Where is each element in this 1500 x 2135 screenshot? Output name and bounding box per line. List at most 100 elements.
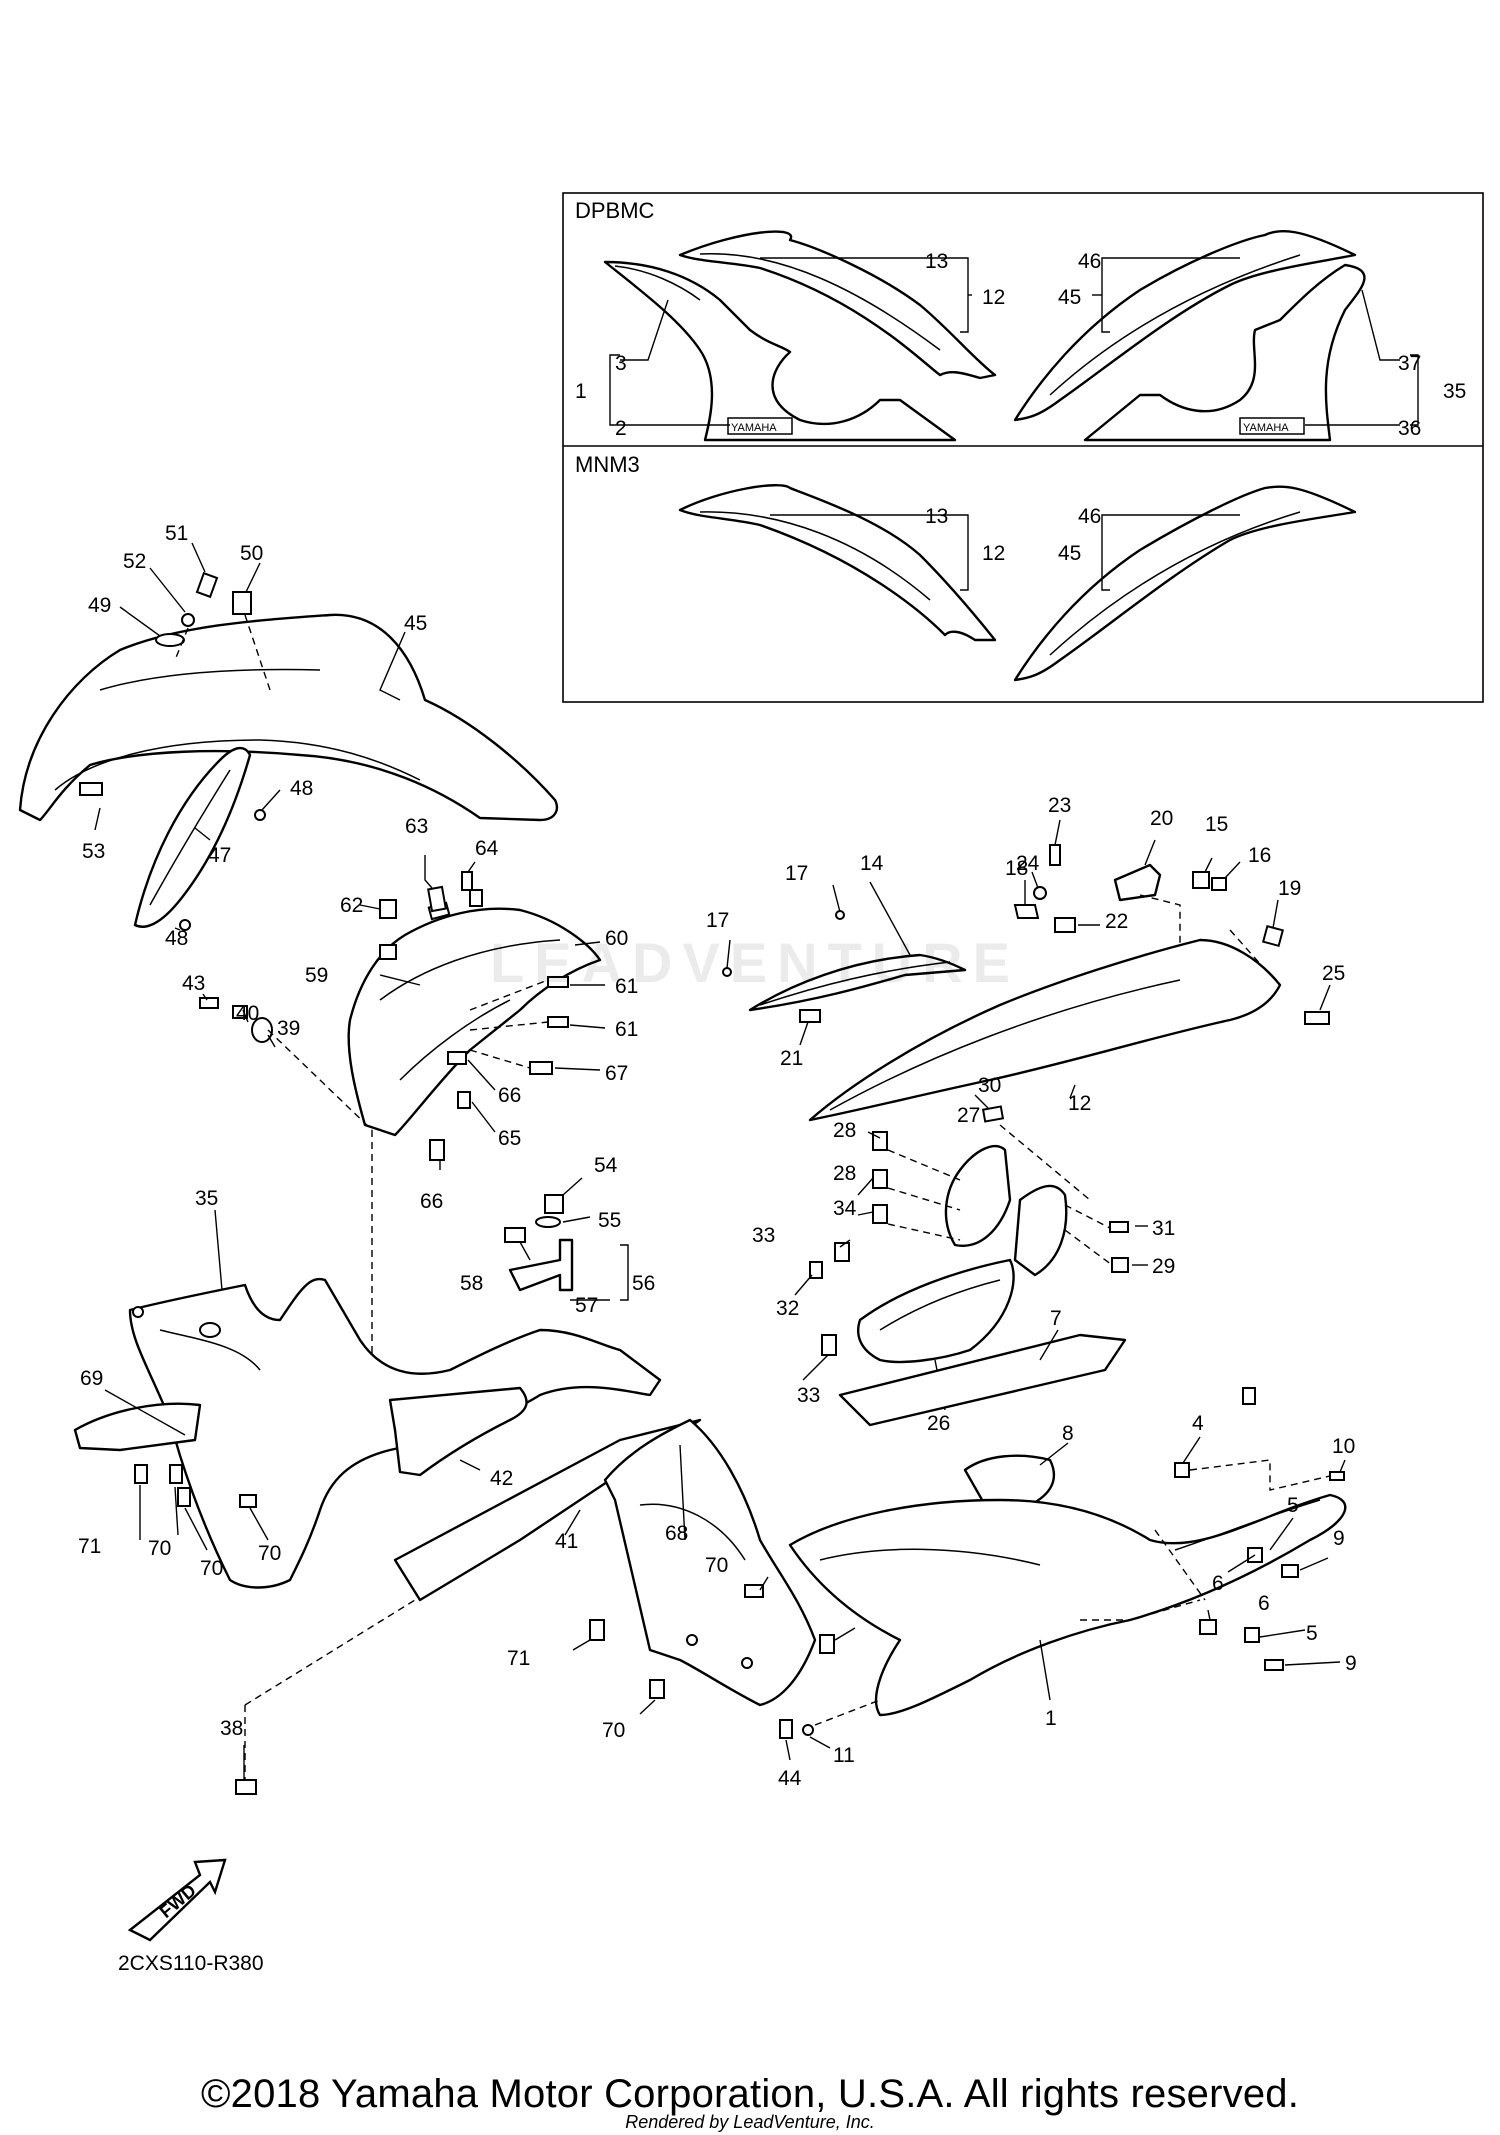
inner-panel-assembly: 30 27 28 28 34 33 32 33 31 29 26 (752, 1074, 1175, 1435)
callout-20: 20 (1150, 807, 1173, 830)
callout-41: 41 (555, 1530, 578, 1553)
callout-57: 57 (575, 1294, 598, 1317)
callout-17: 17 (785, 862, 808, 885)
callout-61: 61 (615, 975, 638, 998)
inset-callout-45b: 45 (1058, 542, 1081, 565)
callout-67: 67 (605, 1062, 628, 1085)
callout-56: 56 (632, 1272, 655, 1295)
bracket-set-54-58: 54 55 56 57 58 (460, 1154, 655, 1317)
callout-45: 45 (404, 612, 427, 635)
inset-callout-3: 3 (615, 352, 627, 375)
callout-11: 11 (833, 1744, 855, 1767)
inset-mnm3-left-panel (678, 484, 997, 642)
callout-4: 4 (1192, 1412, 1204, 1435)
callout-31: 31 (1152, 1217, 1175, 1240)
callout-64: 64 (475, 837, 499, 860)
callout-23: 23 (1048, 794, 1071, 817)
callout-66: 66 (498, 1084, 521, 1107)
inset-dpbmc-right-panel (1013, 229, 1357, 422)
inset-dpbmc-left-panel (678, 230, 997, 380)
side-cowl-left-assembly: 35 69 71 70 70 70 42 41 38 (73, 1187, 702, 1795)
callout-62: 62 (340, 894, 363, 917)
fwd-arrow-icon: FWD (127, 1858, 227, 1942)
callout-32: 32 (776, 1297, 799, 1320)
callout-29: 29 (1152, 1255, 1175, 1278)
callout-9: 9 (1333, 1527, 1345, 1550)
diagram-code: 2CXS110-R380 (118, 1952, 264, 1975)
callout-14: 14 (860, 852, 884, 875)
callout-5: 5 (1287, 1494, 1299, 1517)
callout-65: 65 (498, 1127, 521, 1150)
callout-18: 18 (1005, 857, 1028, 880)
callout-70f: 70 (602, 1719, 625, 1742)
grommet-set-39-43: 43 40 39 (182, 972, 373, 1400)
inset-mnm3-right-panel (1013, 485, 1357, 682)
callout-39: 39 (277, 1017, 300, 1040)
callout-30: 30 (978, 1074, 1001, 1097)
inset-callout-1: 1 (575, 380, 587, 403)
callout-54: 54 (594, 1154, 618, 1177)
callout-34: 34 (833, 1197, 857, 1220)
callout-27: 27 (957, 1104, 980, 1127)
side-panel-assembly: 14 17 17 23 24 18 22 20 15 16 19 25 21 1… (706, 794, 1345, 1122)
callout-63: 63 (405, 815, 428, 838)
callout-40: 40 (236, 1002, 259, 1025)
inset-callout-46b: 46 (1078, 505, 1101, 528)
callout-33: 33 (752, 1224, 775, 1247)
callout-1: 1 (1045, 1707, 1057, 1730)
callout-55: 55 (598, 1209, 621, 1232)
inset-dpbmc-left-cowl: YAMAHA (603, 260, 957, 442)
callout-43: 43 (182, 972, 205, 995)
callout-70: 70 (148, 1537, 171, 1560)
callout-52: 52 (123, 550, 146, 573)
inset-callout-12b: 12 (982, 542, 1005, 565)
callout-69: 69 (80, 1367, 103, 1390)
callout-28b: 28 (833, 1162, 856, 1185)
inset-decal-yamaha-left: YAMAHA (731, 422, 777, 434)
inner-duct-assembly: 62 63 64 59 60 61 61 67 66 65 66 (305, 815, 638, 1213)
inset-callout-13: 13 (925, 250, 948, 273)
callout-48: 48 (290, 777, 313, 800)
callout-71: 71 (78, 1535, 101, 1558)
callout-71b: 71 (507, 1647, 530, 1670)
callout-6b: 6 (1258, 1592, 1270, 1615)
callout-70c: 70 (258, 1542, 281, 1565)
callout-70b: 70 (200, 1557, 223, 1580)
copyright-notice: ©2018 Yamaha Motor Corporation, U.S.A. A… (200, 2072, 1300, 2116)
callout-42: 42 (490, 1467, 513, 1490)
callout-15: 15 (1205, 813, 1228, 836)
callout-6: 6 (1212, 1572, 1224, 1595)
callout-33b: 33 (797, 1384, 820, 1407)
callout-70d: 70 (705, 1554, 728, 1577)
callout-9b: 9 (1345, 1652, 1357, 1675)
callout-12: 12 (1068, 1092, 1091, 1115)
inset-callout-13b: 13 (925, 505, 948, 528)
callout-66b: 66 (420, 1190, 443, 1213)
inset-dpbmc-right-cowl: YAMAHA (1083, 263, 1366, 442)
callout-58: 58 (460, 1272, 483, 1295)
inset-callout-35: 35 (1443, 380, 1466, 403)
callout-51: 51 (165, 522, 188, 545)
inset-callout-46: 46 (1078, 250, 1101, 273)
upper-cowling-assembly: 51 52 49 50 45 53 48 47 48 (18, 522, 559, 950)
callout-35: 35 (195, 1187, 218, 1210)
callout-7: 7 (1050, 1307, 1062, 1330)
callout-17b: 17 (706, 909, 729, 932)
inset-callout-2: 2 (615, 417, 627, 440)
callout-25: 25 (1322, 962, 1345, 985)
callout-68: 68 (665, 1522, 688, 1545)
inset-callout-45: 45 (1058, 286, 1081, 309)
inset-callout-36: 36 (1398, 417, 1421, 440)
callout-19: 19 (1278, 877, 1301, 900)
callout-50: 50 (240, 542, 263, 565)
callout-53: 53 (82, 840, 105, 863)
callout-38: 38 (220, 1717, 243, 1740)
watermark-text: LEADVENTURE (490, 931, 1021, 994)
callout-24: 24 (1016, 852, 1040, 875)
inset-title-mnm3: MNM3 (575, 452, 640, 477)
callout-60: 60 (605, 927, 628, 950)
callout-49: 49 (88, 594, 111, 617)
callout-22: 22 (1105, 910, 1128, 933)
callout-28: 28 (833, 1119, 856, 1142)
